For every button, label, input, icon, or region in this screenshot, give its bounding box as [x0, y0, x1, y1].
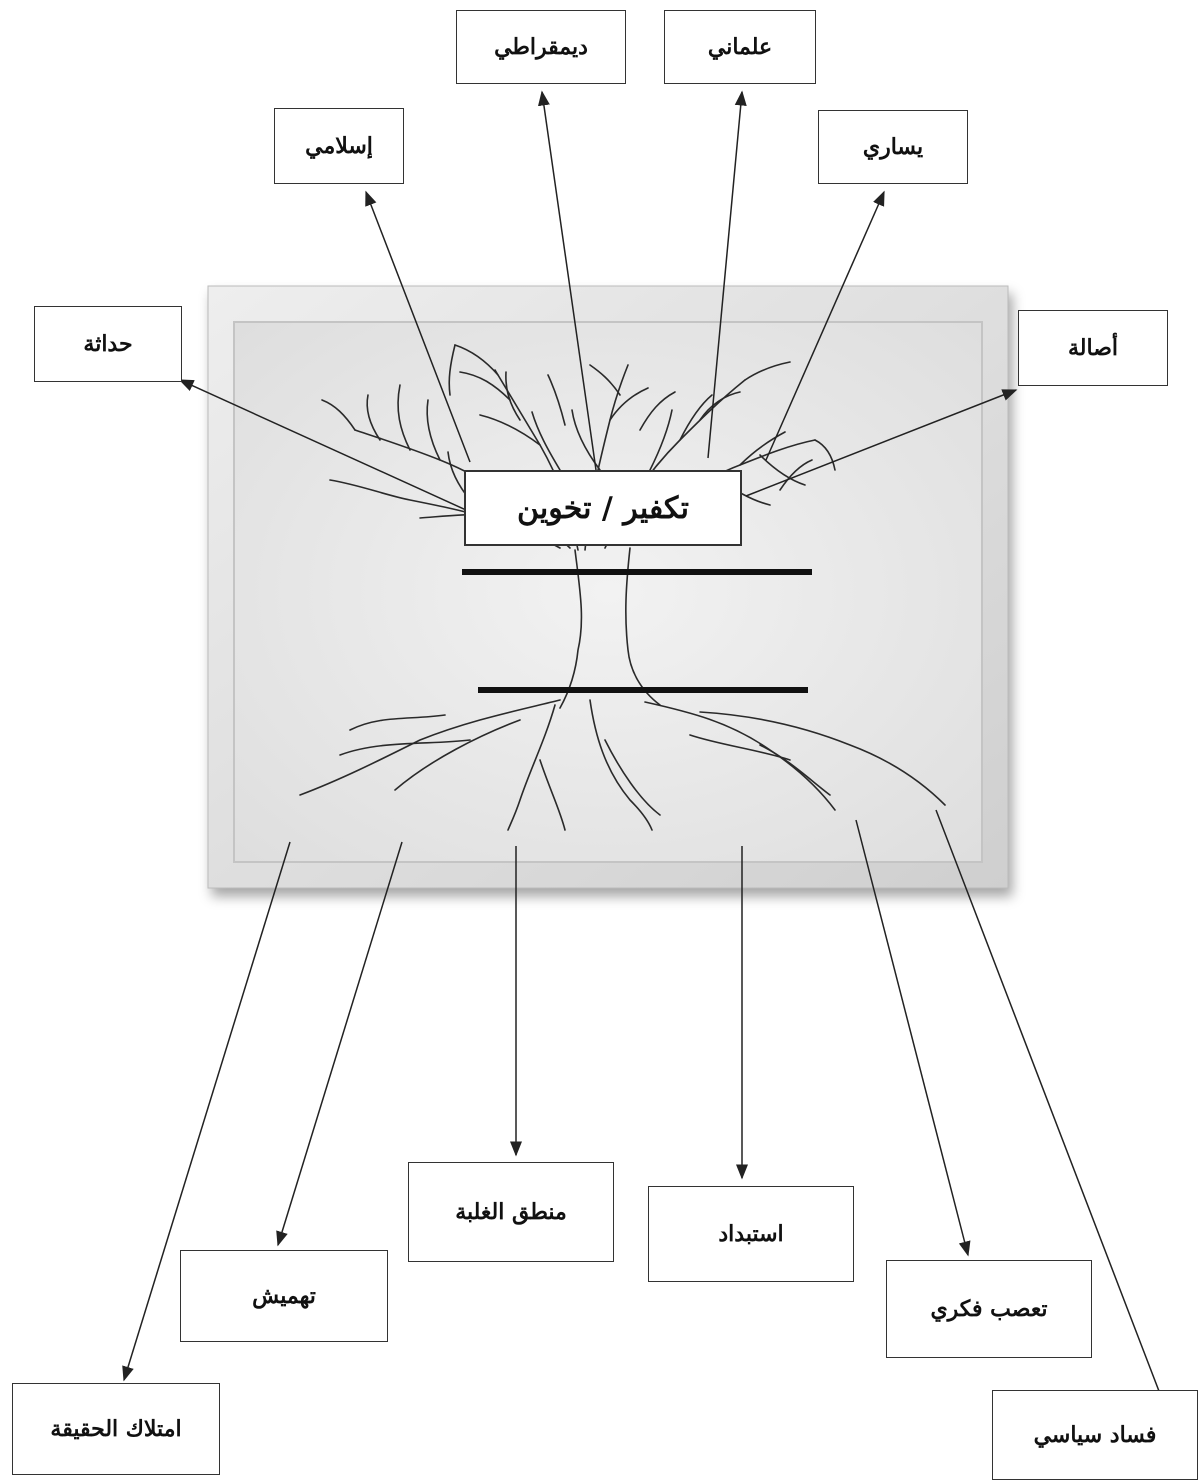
connector-arrows — [122, 90, 1173, 1427]
center-node-label: تكفير / تخوين — [464, 470, 742, 546]
root-node-intellectual-fanaticism: تعصب فكري — [886, 1260, 1092, 1358]
root-node-despotism: استبداد — [648, 1186, 854, 1282]
root-node-political-corruption: فساد سياسي — [992, 1390, 1198, 1480]
branch-node-modernity: حداثة — [34, 306, 182, 382]
arrow-to-modernity — [178, 379, 467, 511]
picture-frame — [207, 285, 1009, 889]
root-node-owning-truth: امتلاك الحقيقة — [12, 1383, 220, 1475]
root-node-logic-of-dominance: منطق الغلبة — [408, 1162, 614, 1262]
arrow-to-leftist — [765, 190, 885, 461]
arrow-to-intellectual-fanaticism — [855, 819, 971, 1257]
arrow-to-authenticity — [745, 389, 1018, 497]
arrow-to-democratic — [537, 90, 597, 471]
root-node-marginalization: تهميش — [180, 1250, 388, 1342]
arrow-to-owning-truth — [122, 841, 291, 1382]
arrow-to-secular — [707, 90, 747, 459]
branch-node-leftist: يساري — [818, 110, 968, 184]
branch-node-secular: علماني — [664, 10, 816, 84]
branch-node-islamic: إسلامي — [274, 108, 404, 184]
branch-node-authenticity: أصالة — [1018, 310, 1168, 386]
arrow-to-marginalization — [276, 841, 403, 1247]
branch-node-democratic: ديمقراطي — [456, 10, 626, 84]
arrow-to-political-corruption — [935, 809, 1173, 1427]
arrow-to-islamic — [365, 190, 471, 463]
